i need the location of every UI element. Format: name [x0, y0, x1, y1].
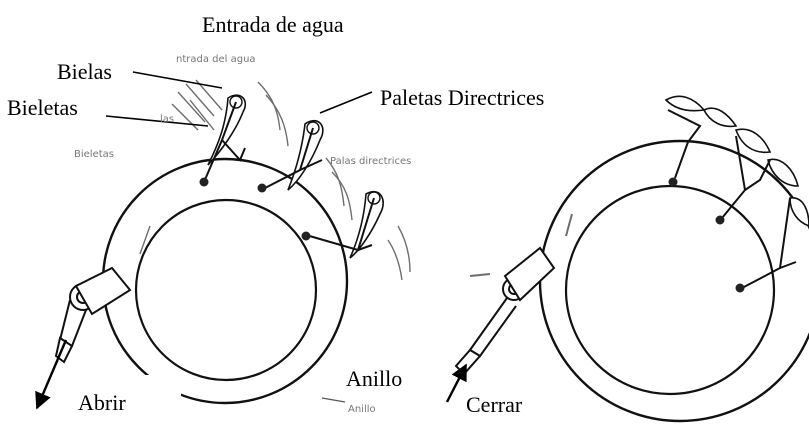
- bieletas-leader: [105, 115, 209, 127]
- label-paletas-directrices: Paletas Directrices: [380, 85, 544, 110]
- right-mechanism: [445, 95, 809, 423]
- label-abrir: Abrir: [78, 390, 126, 415]
- left-vane-pivot-1: [229, 95, 243, 109]
- left-bieletas: [203, 101, 375, 252]
- left-ring-pin-1: [199, 177, 209, 187]
- abrir-arrow: [35, 339, 68, 410]
- scan-bieletas: Bieletas: [74, 149, 114, 160]
- scan-entrada-del-agua: ntrada del agua: [176, 54, 256, 65]
- anillo-label-backdrop: [336, 360, 426, 394]
- ring-leader-line: [321, 397, 346, 403]
- left-vane-pivot-2: [306, 121, 320, 135]
- left-vane-pivot-3: [367, 191, 381, 205]
- right-ring-pin-2: [715, 215, 725, 225]
- label-cerrar: Cerrar: [466, 392, 523, 417]
- abrir-label-backdrop: [66, 375, 181, 420]
- label-anillo: Anillo: [346, 366, 402, 391]
- cerrar-label-backdrop: [458, 380, 566, 425]
- label-bieletas: Bieletas: [7, 95, 78, 120]
- right-operating-lever: [454, 213, 573, 376]
- left-ring-pin-3: [301, 231, 311, 241]
- cerrar-arrow: [445, 363, 468, 403]
- right-inner-ring: [564, 184, 776, 396]
- right-bieletas: [667, 109, 797, 289]
- left-water-flow: [139, 79, 411, 281]
- left-ring-pin-2: [257, 183, 267, 193]
- scan-palas-directrices: Palas directrices: [330, 156, 411, 167]
- bielas-leader: [132, 71, 223, 89]
- left-inner-ring: [134, 198, 318, 382]
- scan-las: las: [160, 114, 174, 125]
- right-ring-pin-1: [668, 177, 678, 187]
- left-outer-ring: [101, 157, 349, 405]
- scan-anillo: Anillo: [348, 404, 376, 415]
- right-ring-pin-3: [735, 283, 745, 293]
- paletas-leader: [319, 91, 373, 114]
- left-operating-lever: [54, 266, 132, 364]
- right-guide-vanes: [664, 95, 809, 227]
- label-bielas: Bielas: [57, 59, 112, 84]
- left-mechanism: [35, 79, 411, 410]
- label-entrada-de-agua: Entrada de agua: [202, 12, 344, 37]
